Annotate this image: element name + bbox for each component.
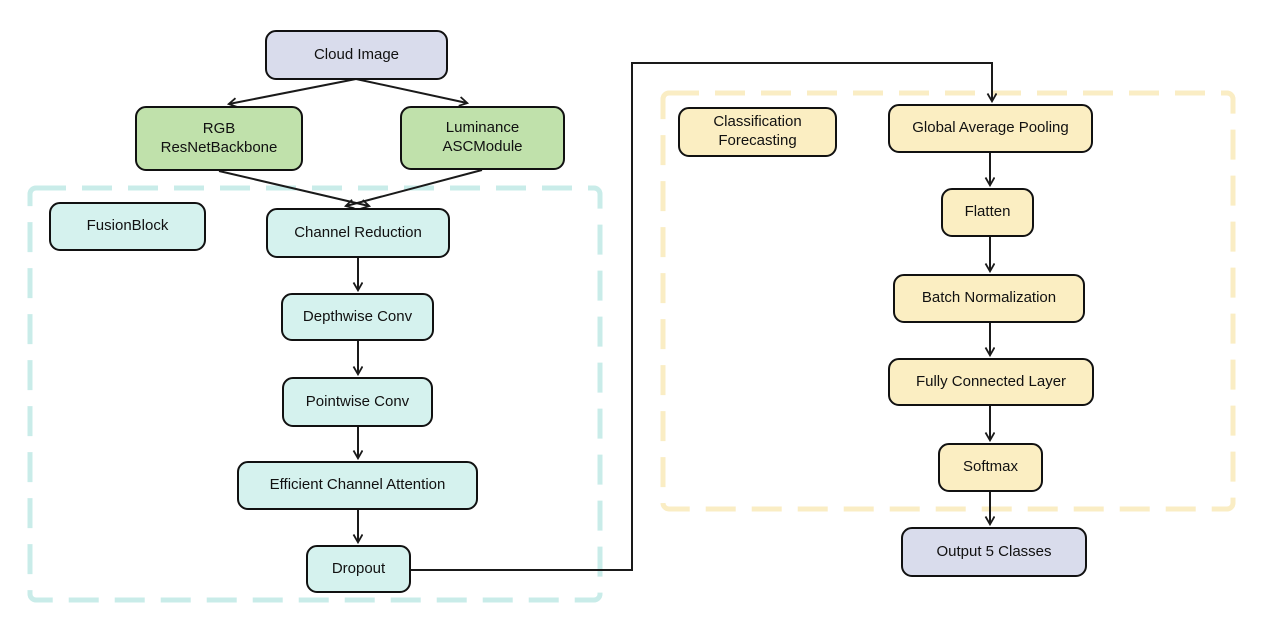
node-fully-connected-layer: Fully Connected Layer (888, 358, 1094, 406)
node-classification-forecasting-label: Classification Forecasting (678, 107, 837, 157)
edge-cloud-to-rgb (229, 78, 357, 104)
node-efficient-channel-attention: Efficient Channel Attention (237, 461, 478, 510)
node-cloud-image: Cloud Image (265, 30, 448, 80)
fusionblock-region (27, 185, 603, 603)
node-luminance-asc-module: Luminance ASCModule (400, 106, 565, 170)
node-global-average-pooling: Global Average Pooling (888, 104, 1093, 153)
node-rgb-resnet-backbone: RGB ResNetBackbone (135, 106, 303, 171)
node-depthwise-conv: Depthwise Conv (281, 293, 434, 341)
classification-region (660, 90, 1236, 512)
node-output-5-classes: Output 5 Classes (901, 527, 1087, 577)
node-softmax: Softmax (938, 443, 1043, 492)
node-flatten: Flatten (941, 188, 1034, 237)
node-pointwise-conv: Pointwise Conv (282, 377, 433, 427)
edge-dropout-to-gap (411, 62, 992, 571)
node-dropout: Dropout (306, 545, 411, 593)
node-fusionblock-label: FusionBlock (49, 202, 206, 251)
edge-luminance-to-channel-reduction (346, 169, 483, 206)
node-channel-reduction: Channel Reduction (266, 208, 450, 258)
node-batch-normalization: Batch Normalization (893, 274, 1085, 323)
edge-cloud-to-luminance (355, 78, 467, 103)
